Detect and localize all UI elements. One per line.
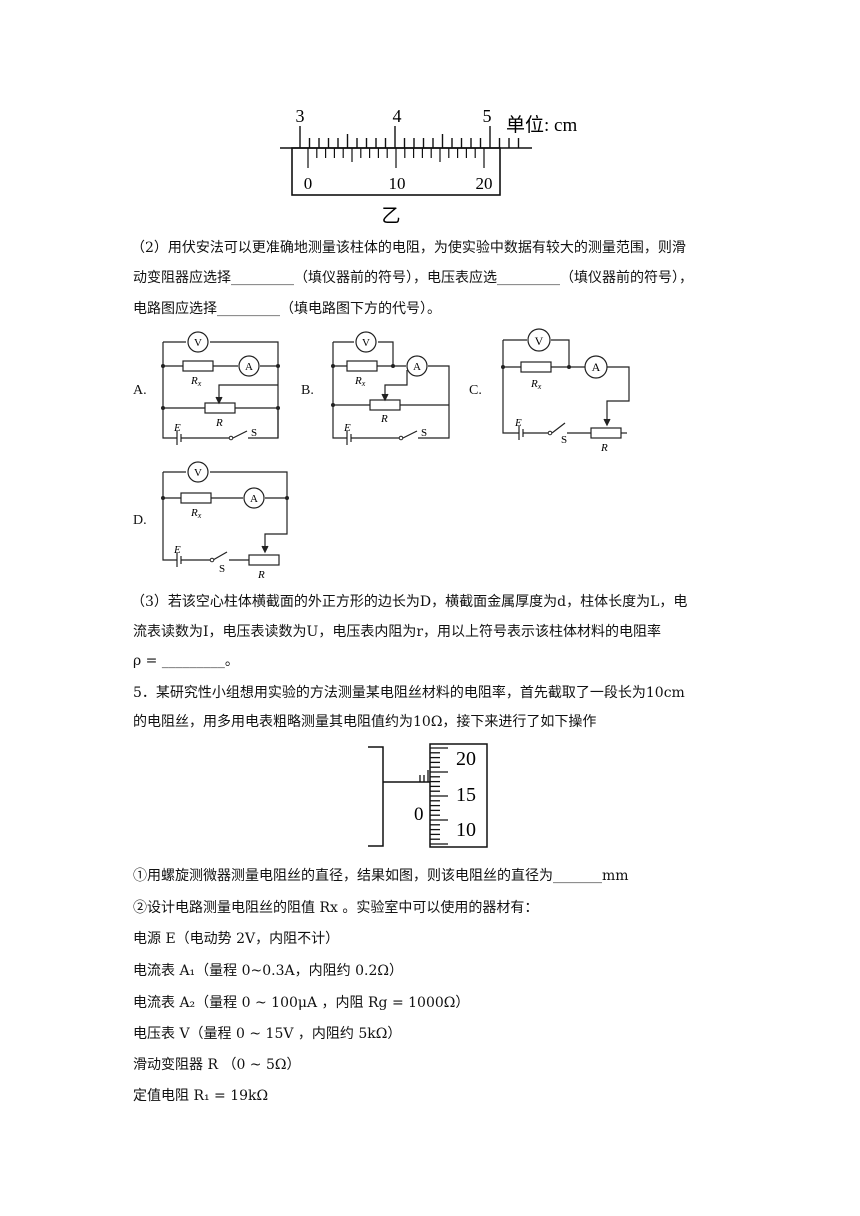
option-a-label: A.: [133, 383, 147, 398]
item-rheostat: 滑动变阻器 R （0 ~ 5Ω）: [133, 1057, 301, 1073]
voltmeter-symbol: V: [535, 334, 544, 348]
circuit-diagram-d: V A Rx R E S: [161, 461, 289, 581]
svg-text:Rx: Rx: [190, 507, 202, 520]
vernier-label-10: 10: [389, 174, 406, 193]
figure-caption: 乙: [381, 206, 400, 227]
switch-label: S: [219, 563, 225, 575]
voltmeter-symbol: V: [194, 337, 202, 349]
item-resistor-r1: 定值电阻 R₁ = 19kΩ: [133, 1088, 269, 1104]
rx-subscript: x: [197, 379, 202, 388]
circuit-diagram-c: V A Rx R E S: [501, 328, 630, 451]
emf-label: E: [173, 422, 181, 434]
rx-label: R: [354, 375, 362, 387]
voltmeter-symbol: V: [194, 467, 202, 479]
rheostat-label: R: [257, 569, 265, 581]
rx-subscript: x: [361, 379, 366, 388]
option-c-label: C.: [469, 383, 482, 398]
vernier-caliper-figure: 3 4 5 单位: cm 0 10 20 乙: [280, 106, 577, 227]
main-scale-label-5: 5: [483, 106, 492, 126]
ammeter-symbol: A: [592, 360, 601, 374]
item-ammeter-a2: 电流表 A₂（量程 0 ~ 100μA ，内阻 Rg = 1000Ω）: [133, 995, 470, 1011]
q3-line-1: （3）若该空心柱体横截面的外正方形的边长为D，横截面金属厚度为d，柱体长度为L，…: [131, 594, 688, 610]
micrometer-label-15: 15: [456, 784, 476, 806]
rx-label: R: [190, 375, 198, 387]
q2-line-2: 动变阻器应选择_________（填仪器前的符号），电压表应选_________…: [133, 270, 693, 286]
micrometer-label-20: 20: [456, 748, 476, 770]
emf-label: E: [173, 544, 181, 556]
vernier-label-20: 20: [476, 174, 493, 193]
option-b-label: B.: [301, 383, 314, 398]
q3-line-3: ρ = _________。: [133, 653, 239, 669]
q5-line-2: 的电阻丝，用多用电表粗略测量其电阻值约为10Ω，接下来进行了如下操作: [133, 714, 597, 730]
q5-line-1: 5．某研究性小组想用实验的方法测量某电阻丝材料的电阻率，首先截取了一段长为10c…: [133, 685, 685, 701]
circuit-diagram-b: V A Rx R E S: [331, 331, 450, 445]
rheostat-label: R: [600, 442, 608, 451]
item-source: 电源 E（电动势 2V，内阻不计）: [133, 931, 340, 947]
switch-label: S: [251, 427, 257, 439]
item-ammeter-a1: 电流表 A₁（量程 0~0.3A，内阻约 0.2Ω）: [133, 963, 403, 979]
step-1: ①用螺旋测微器测量电阻丝的直径，结果如图，则该电阻丝的直径为_______mm: [133, 868, 629, 884]
rx-label: R: [530, 378, 538, 390]
vernier-label-0: 0: [304, 174, 313, 193]
option-d-label: D.: [133, 513, 147, 528]
step-2: ②设计电路测量电阻丝的阻值 Rx 。实验室中可以使用的器材有：: [133, 900, 539, 916]
main-scale-label-4: 4: [393, 106, 402, 126]
rheostat-label: R: [380, 413, 388, 425]
micrometer-label-0: 0: [414, 804, 424, 825]
emf-label: E: [514, 417, 522, 429]
main-scale-label-3: 3: [296, 106, 305, 126]
q3-line-2: 流表读数为I，电压表读数为U，电压表内阻为r，用以上符号表示该柱体材料的电阻率: [133, 624, 662, 640]
switch-label: S: [421, 427, 427, 439]
rx-subscript: x: [197, 511, 202, 520]
rx-label: R: [190, 507, 198, 519]
svg-text:Rx: Rx: [530, 378, 542, 391]
ammeter-symbol: A: [413, 361, 421, 373]
circuit-diagram-a: V A Rx R E S: [161, 331, 280, 445]
q2-line-1: （2）用伏安法可以更准确地测量该柱体的电阻，为使实验中数据有较大的测量范围，则滑: [131, 240, 686, 256]
voltmeter-symbol: V: [362, 337, 370, 349]
micrometer-label-10: 10: [456, 819, 476, 841]
unit-label: 单位: cm: [506, 114, 577, 136]
svg-text:Rx: Rx: [190, 375, 202, 388]
rx-subscript: x: [537, 382, 542, 391]
micrometer-figure: 20 15 10 0: [368, 743, 488, 848]
item-voltmeter: 电压表 V（量程 0 ~ 15V ，内阻约 5kΩ）: [133, 1026, 402, 1042]
q2-line-3: 电路图应选择_________（填电路图下方的代号）。: [133, 301, 441, 317]
svg-text:Rx: Rx: [354, 375, 366, 388]
ammeter-symbol: A: [245, 361, 253, 373]
emf-label: E: [343, 422, 351, 434]
rheostat-label: R: [215, 417, 223, 429]
switch-label: S: [561, 434, 567, 446]
ammeter-symbol: A: [250, 493, 258, 505]
